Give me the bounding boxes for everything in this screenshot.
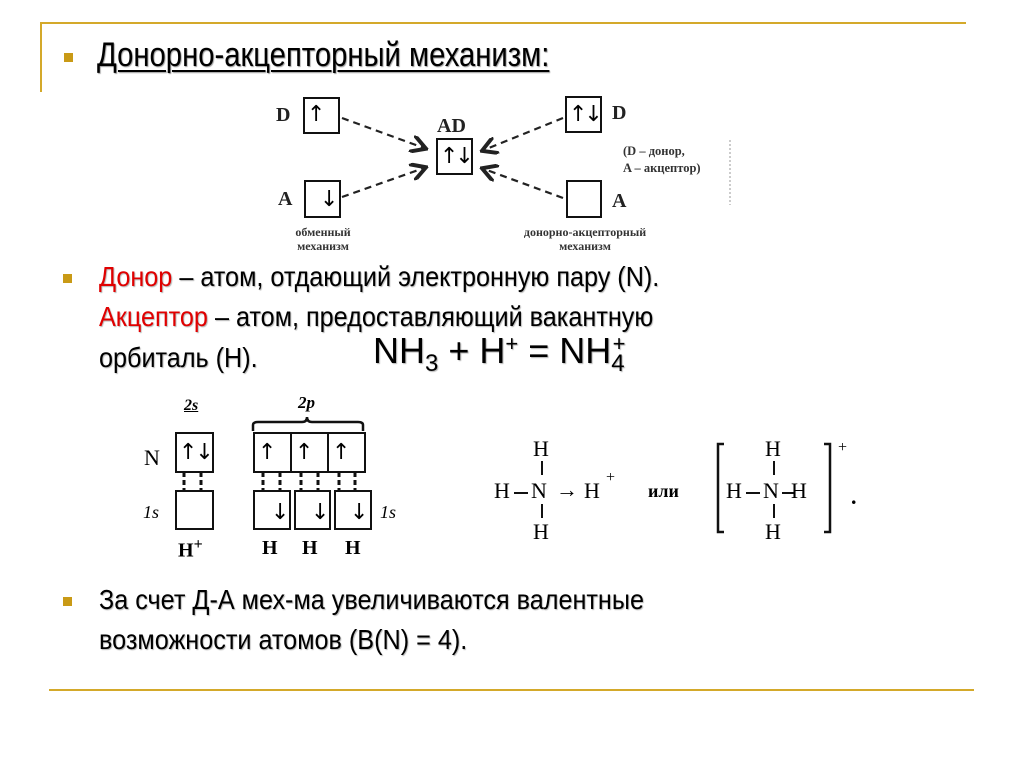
f2-top-h: H [765,436,781,461]
f1-bottom-h: H [533,519,549,544]
left-donor-label: D [276,104,291,126]
right-acceptor-label: A [612,190,627,212]
title-bullet-icon [64,53,73,62]
f1-right-h: H [584,478,600,503]
up-arrow-icon: ↑ [258,440,277,465]
h-plus-label: H+ [178,536,203,562]
valence-line-2: возможности атомов (В(N) = 4). [99,624,468,655]
n-2p-box-2: ↑ [290,432,329,473]
f1-left-h: H [494,478,510,503]
donor-definition: – атом, отдающий электронную пару (N). [172,261,660,292]
left-acceptor-box: ↓ [304,180,341,218]
center-box: ↑↓ [436,138,474,175]
arrow-a-right [484,169,564,200]
f2-bond-left [746,492,760,494]
f2-bond-right [782,492,794,494]
down-arrow-icon: ↓ [350,500,369,525]
f2-bottom-h: H [765,519,781,544]
connector-word: или [648,481,679,501]
f1-bond-bottom [541,504,543,518]
center-label: AD [437,115,466,137]
n-2s-box: ↑↓ [175,432,214,473]
f2-right-h: H [791,478,807,503]
sublevel-1s-right-label: 1s [380,502,397,522]
up-arrow-icon: ↑ [332,440,351,465]
f1-arrow: → [556,477,578,502]
left-acceptor-label: A [278,188,293,210]
h-label-1: H [262,537,278,559]
top-rule [40,22,966,24]
f2-bond-top [773,461,775,475]
2p-brace [251,416,365,431]
valence-line-1: За счет Д-А мех-ма увеличиваются валентн… [99,584,644,615]
sublevel-1s-left-label: 1s [143,502,160,522]
arrow-a-left [341,168,424,199]
brackets [716,442,832,534]
reaction-equation: NH3 + H+ = NH4+ [373,330,626,377]
h-plus-1s-box [175,490,214,530]
up-arrow-icon: ↑ [295,440,314,465]
paired-arrows-icon: ↑↓ [179,440,214,465]
h-1s-box-2: ↓ [294,490,331,530]
mechanism-arrows [341,116,731,205]
donor-line: Донор – атом, отдающий электронную пару … [99,257,659,297]
down-arrow-icon: ↓ [271,500,290,525]
paired-arrows-icon: ↑↓ [569,102,603,127]
atom-n-label: N [144,445,160,470]
f2-center-n: N [763,478,779,503]
legend: (D – донор, A – акцептор) [623,144,701,175]
left-rule [40,22,42,92]
h-1s-box-1: ↓ [253,490,291,530]
right-acceptor-box [566,180,602,218]
f2-bond-bottom [773,504,775,518]
sublevel-2p-label: 2p [298,393,315,412]
bullet2-icon [63,274,72,283]
f2-charge: + [838,439,848,456]
f1-center-n: N [531,478,547,503]
acceptor-line: Акцептор – атом, предоставляющий вакантн… [99,297,653,337]
down-arrow-icon: ↓ [311,500,330,525]
f1-charge: + [606,469,616,486]
acceptor-definition: – атом, предоставляющий вакантную [207,301,654,332]
sublevel-2s-label: 2s [184,397,199,414]
right-donor-label: D [612,102,627,124]
arrow-d-left [341,116,424,148]
h-label-2: H [302,537,318,559]
n-2p-box-1: ↑ [253,432,292,473]
f2-trailing-dot: . [851,484,857,509]
h-1s-box-3: ↓ [334,490,372,530]
down-arrow-icon: ↓ [320,187,339,212]
n-2p-box-3: ↑ [327,432,366,473]
paired-arrows-icon: ↑↓ [440,144,474,169]
acceptor-term: Акцептор [99,301,208,332]
f1-bond-left [514,492,528,494]
donor-term: Донор [99,261,173,292]
slide-title: Донорно-акцепторный механизм: [97,36,550,74]
arrow-d-right [484,116,564,150]
bullet3-icon [63,597,72,606]
f2-left-h: H [726,478,742,503]
exchange-caption: обменный механизм [295,225,351,253]
orbital-line: орбиталь (Н). [99,342,258,373]
left-donor-box: ↑ [303,97,340,134]
right-donor-box: ↑↓ [565,96,603,133]
bottom-rule [49,689,974,691]
donor-acceptor-caption: донорно-акцепторный механизм [523,225,647,253]
f1-top-h: H [533,436,549,461]
f1-bond-top [541,461,543,475]
up-arrow-icon: ↑ [307,102,326,127]
h-label-3: H [345,537,361,559]
